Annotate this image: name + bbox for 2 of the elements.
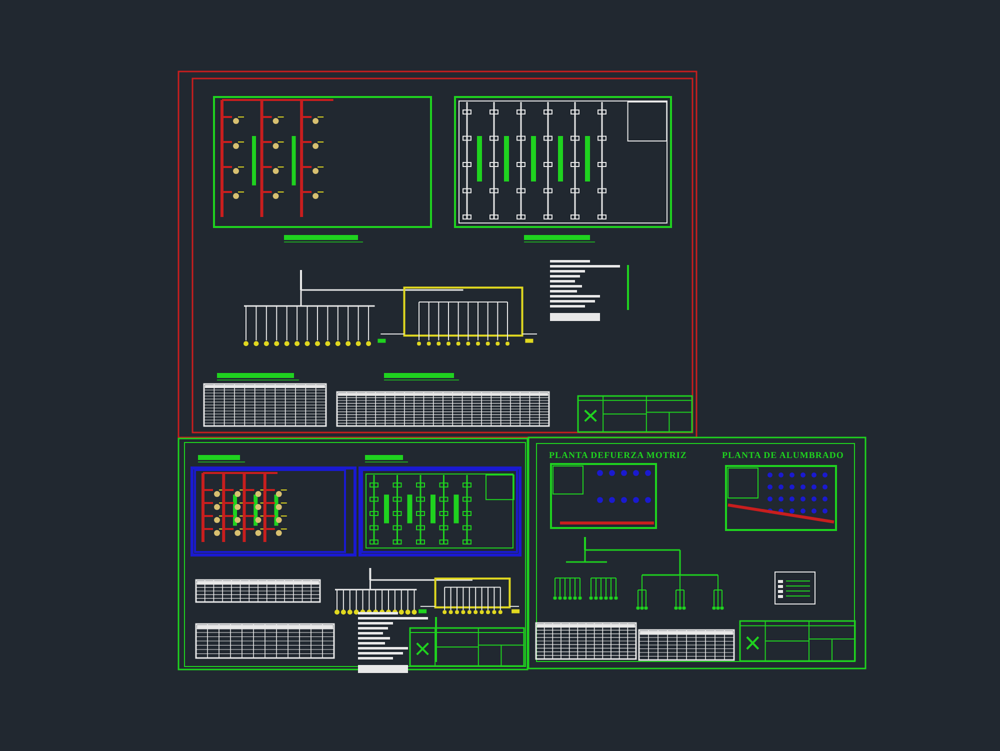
plan-title: PLANTA DE ALUMBRADO — [722, 450, 844, 460]
plan-title: PLANTA DEFUERZA MOTRIZ — [549, 450, 687, 460]
